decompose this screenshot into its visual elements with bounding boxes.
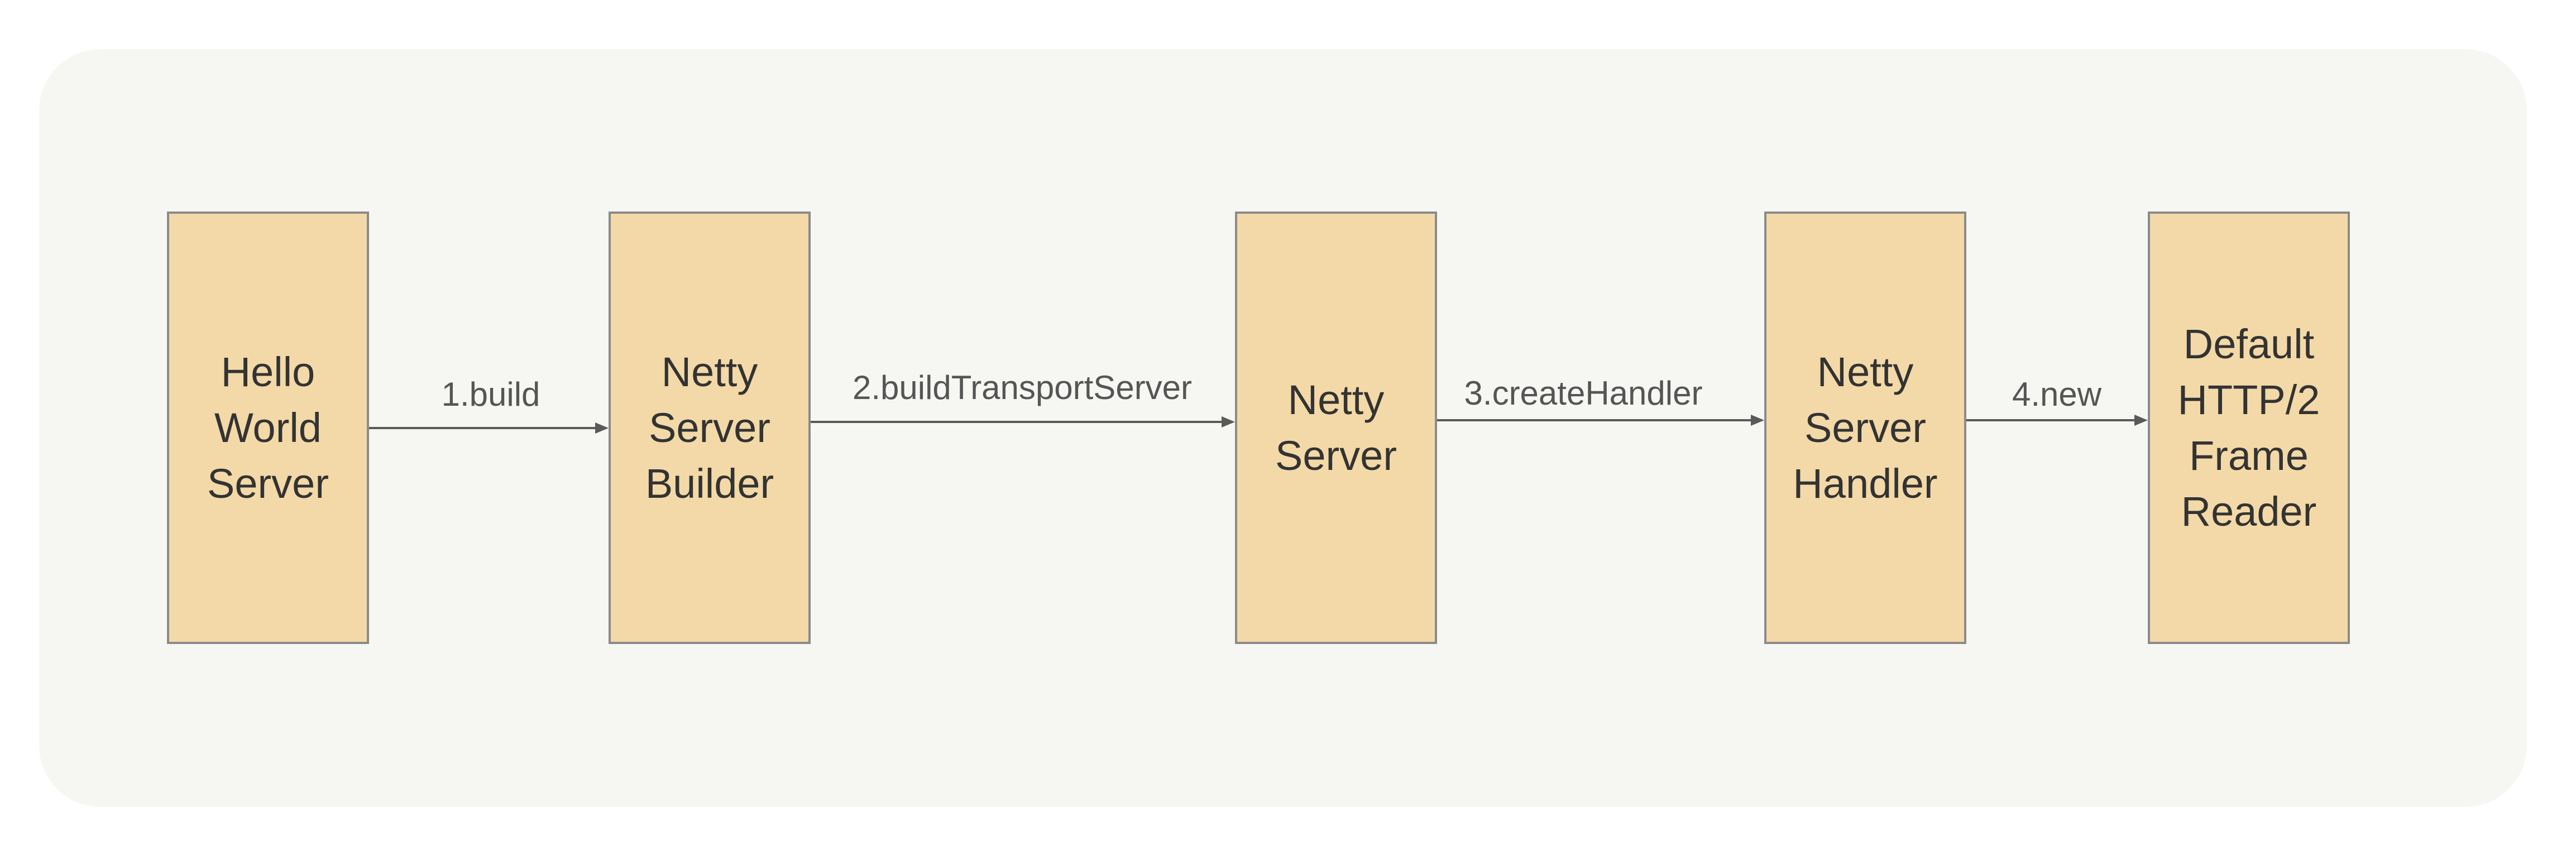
node-label: Netty Server	[1275, 376, 1397, 479]
edge-new-arrow	[1966, 415, 2148, 426]
node-netty-server-builder: Netty Server Builder	[609, 212, 811, 644]
edge-build-transport-server-arrow	[811, 416, 1235, 427]
edge-label-new: 4.new	[2012, 376, 2102, 413]
node-label: Default HTTP/2 Frame Reader	[2177, 320, 2320, 535]
edge-label-build-transport-server: 2.buildTransportServer	[852, 369, 1193, 406]
node-default-http2-frame-reader: Default HTTP/2 Frame Reader	[2148, 212, 2350, 644]
edge-create-handler-arrow	[1437, 415, 1764, 426]
edge-label-build: 1.build	[441, 376, 540, 413]
node-netty-server: Netty Server	[1235, 212, 1437, 644]
node-label: Hello World Server	[207, 348, 329, 507]
node-netty-server-handler: Netty Server Handler	[1764, 212, 1966, 644]
node-label: Netty Server Builder	[645, 348, 774, 507]
node-label: Netty Server Handler	[1793, 348, 1938, 507]
node-hello-world-server: Hello World Server	[167, 212, 369, 644]
edge-build-arrow	[369, 422, 609, 434]
edge-label-create-handler: 3.createHandler	[1464, 374, 1703, 412]
